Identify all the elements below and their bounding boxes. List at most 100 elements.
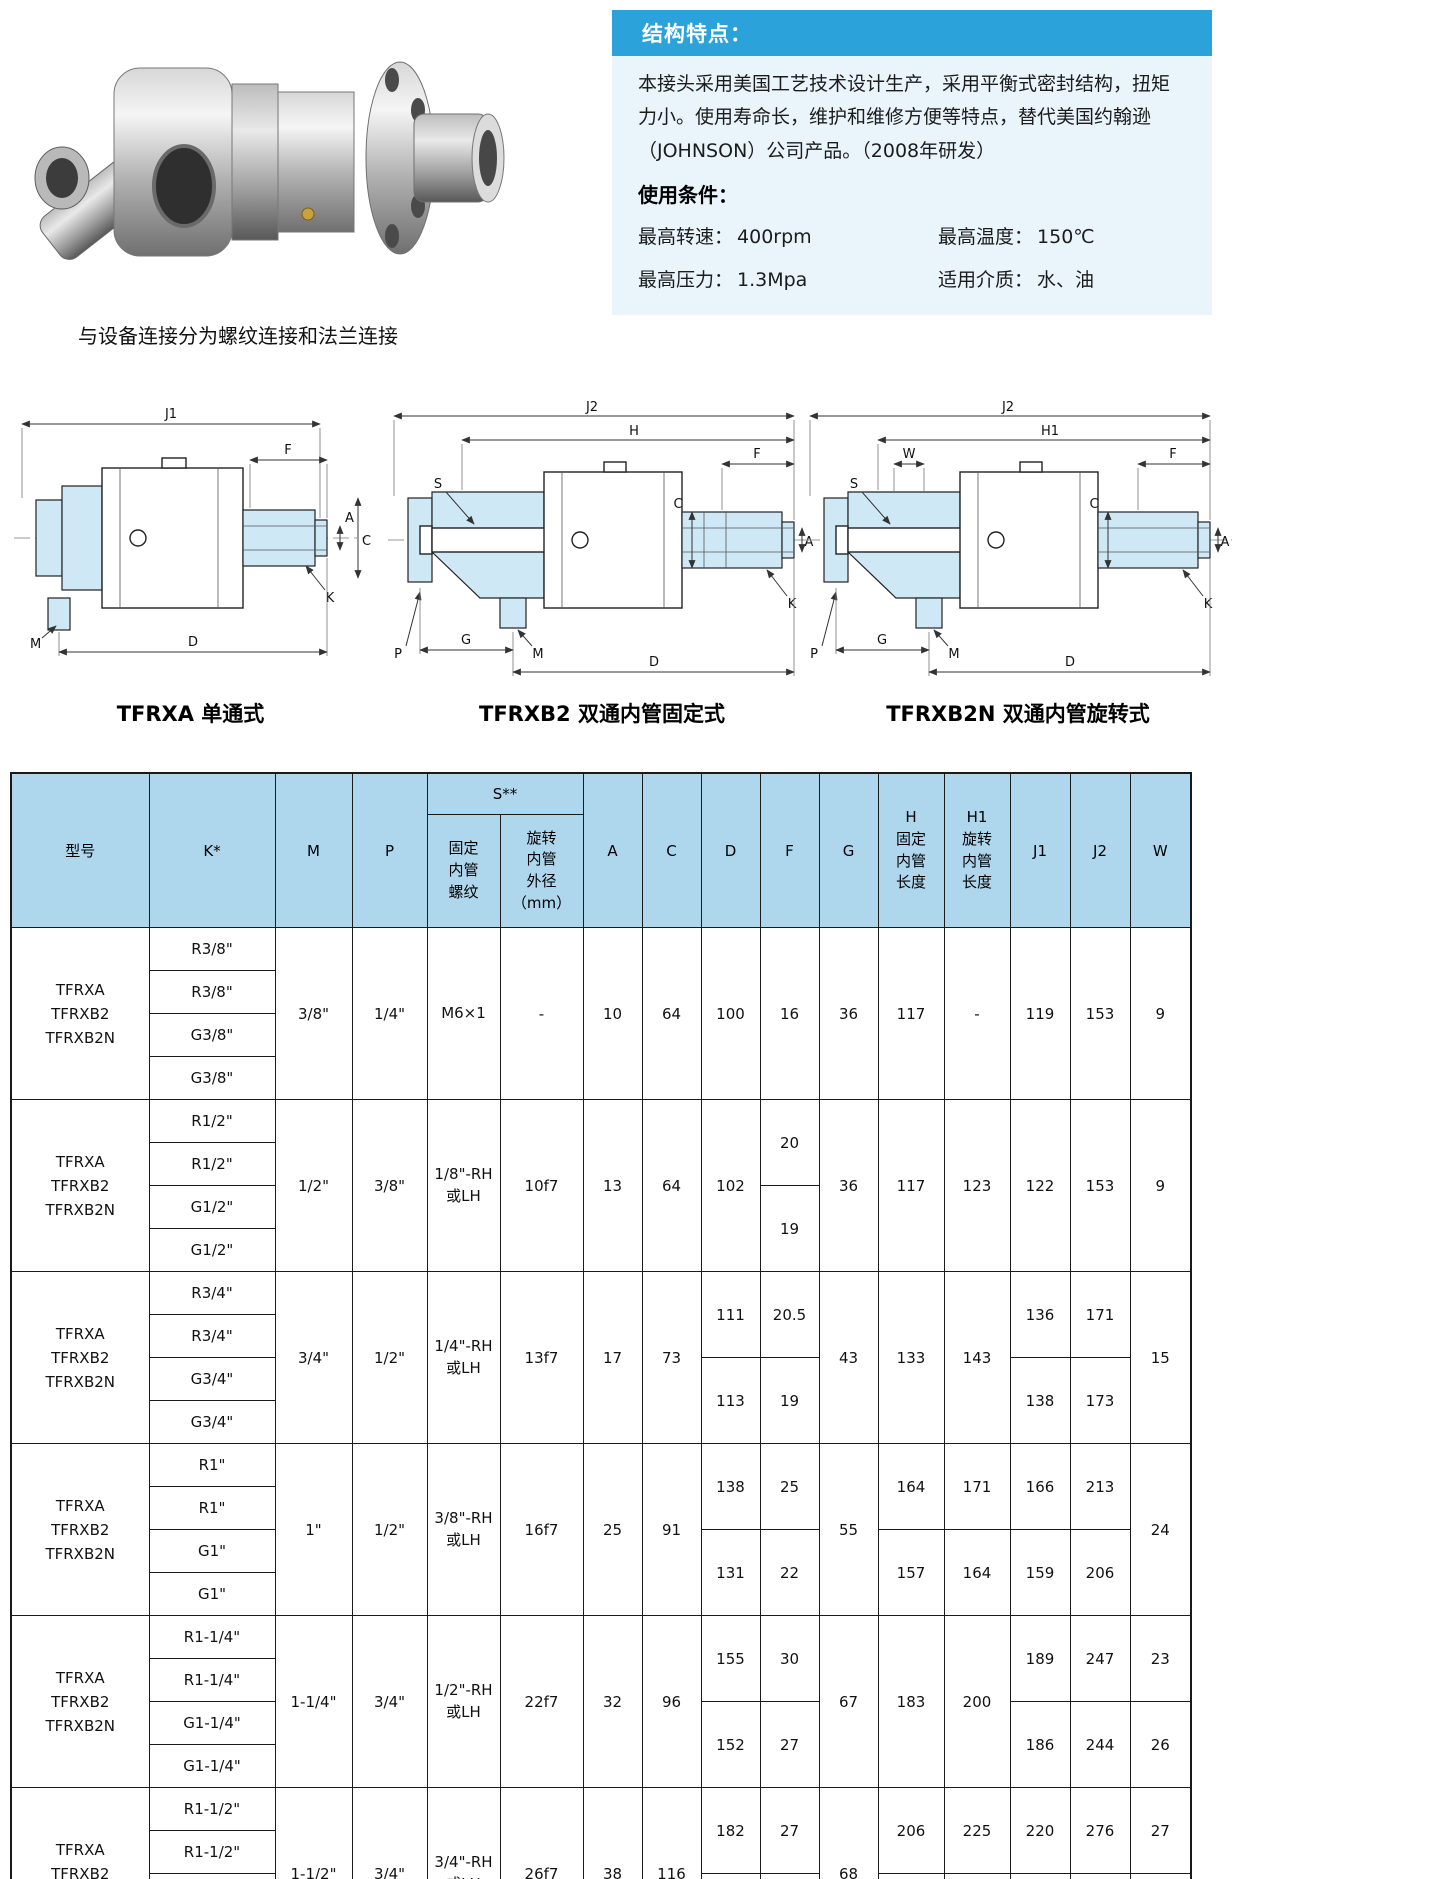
dim-label-a: A bbox=[805, 535, 814, 550]
cell-k: R1" bbox=[148, 1443, 276, 1487]
cell-c: 91 bbox=[641, 1443, 702, 1616]
cell-d: 102 bbox=[700, 1099, 761, 1272]
cell-m: 1/2" bbox=[274, 1099, 353, 1272]
table-row: R3/4" bbox=[11, 1314, 1191, 1358]
cell-g: 36 bbox=[818, 927, 879, 1100]
cell-p: 1/2" bbox=[351, 1271, 428, 1444]
dim-label-j2: J2 bbox=[585, 400, 598, 415]
spec-max-temperature: 最高温度：150℃ bbox=[938, 221, 1186, 254]
cell-model: TFRXA TFRXB2 TFRXB2N bbox=[10, 1787, 150, 1879]
col-header-a: A bbox=[582, 772, 643, 928]
dim-label-k: K bbox=[788, 597, 797, 612]
cell-k: R3/4" bbox=[148, 1271, 276, 1315]
cell-p: 3/4" bbox=[351, 1615, 428, 1788]
cell-k: G3/4" bbox=[148, 1357, 276, 1401]
cell-f: 20 bbox=[759, 1099, 820, 1186]
cell-model: TFRXA TFRXB2 TFRXB2N bbox=[10, 927, 150, 1100]
table-row: G3/4" 113 19 138 173 bbox=[11, 1357, 1191, 1444]
cell-h1: 164 bbox=[943, 1529, 1011, 1616]
cell-model: TFRXA TFRXB2 TFRXB2N bbox=[10, 1099, 150, 1272]
dim-label-h1: H1 bbox=[1041, 424, 1059, 439]
spec-value: 1.3Mpa bbox=[737, 269, 808, 291]
dim-label-k: K bbox=[1204, 597, 1213, 612]
col-header-s: S** bbox=[426, 772, 584, 815]
cell-h1: 123 bbox=[943, 1099, 1011, 1272]
cell-model: TFRXA TFRXB2 TFRXB2N bbox=[10, 1443, 150, 1616]
table-row: G1" 131 22 157 164 159 206 bbox=[11, 1529, 1191, 1616]
cell-j2: 283 bbox=[1069, 1873, 1131, 1879]
col-header-s-fixed: 固定 内管 螺纹 bbox=[426, 814, 501, 928]
cell-w: 9 bbox=[1129, 927, 1192, 1100]
dim-label-k: K bbox=[326, 591, 335, 606]
cell-s-rotate: - bbox=[499, 927, 584, 1100]
cell-h: 157 bbox=[877, 1529, 945, 1616]
col-header-k: K* bbox=[148, 772, 276, 928]
cell-s-fixed: 3/8"-RH 或LH bbox=[426, 1443, 501, 1616]
spec-label: 最高压力： bbox=[638, 269, 734, 291]
cell-w: 9 bbox=[1129, 1099, 1192, 1272]
usage-conditions: 最高转速：400rpm 最高温度：150℃ 最高压力：1.3Mpa 适用介质：水… bbox=[638, 221, 1186, 298]
cell-g: 43 bbox=[818, 1271, 879, 1444]
cell-k: G3/8" bbox=[148, 1056, 276, 1100]
dim-label-w: W bbox=[903, 447, 916, 462]
cell-w: 15 bbox=[1129, 1271, 1192, 1444]
dim-label-a: A bbox=[1221, 535, 1230, 550]
table-row: G1-1/4" bbox=[11, 1744, 1191, 1788]
spec-value: 150℃ bbox=[1037, 225, 1095, 248]
cell-s-rotate: 22f7 bbox=[499, 1615, 584, 1788]
cell-d: 138 bbox=[700, 1443, 761, 1530]
cell-f: 19 bbox=[759, 1185, 820, 1272]
cell-d: 155 bbox=[700, 1615, 761, 1702]
cell-c: 64 bbox=[641, 927, 702, 1100]
cell-model: TFRXA TFRXB2 TFRXB2N bbox=[10, 1271, 150, 1444]
cell-f: 27 bbox=[759, 1787, 820, 1874]
cell-w: 24 bbox=[1129, 1443, 1192, 1616]
cell-d: 111 bbox=[700, 1271, 761, 1358]
cell-w: 24 bbox=[1129, 1873, 1192, 1879]
cell-k: R1/2" bbox=[148, 1099, 276, 1143]
cell-k: R1-1/4" bbox=[148, 1658, 276, 1702]
drawing-tfrxb2n: J2 H1 W F S C A K P G M bbox=[804, 400, 1232, 676]
cell-s-fixed: 1/8"-RH 或LH bbox=[426, 1099, 501, 1272]
cell-h1: 171 bbox=[943, 1443, 1011, 1530]
cell-a: 25 bbox=[582, 1443, 643, 1616]
spec-label: 最高转速： bbox=[638, 225, 734, 248]
cell-f: 20.5 bbox=[759, 1271, 820, 1358]
cell-c: 96 bbox=[641, 1615, 702, 1788]
cell-k: G1-1/4" bbox=[148, 1701, 276, 1745]
cell-h: 213 bbox=[877, 1873, 945, 1879]
cell-a: 13 bbox=[582, 1099, 643, 1272]
cell-w: 23 bbox=[1129, 1615, 1192, 1702]
table-row: TFRXA TFRXB2 TFRXB2N R1/2" 1/2" 3/8" 1/8… bbox=[10, 1099, 1192, 1272]
cell-k: G1/2" bbox=[148, 1185, 276, 1229]
dim-label-m: M bbox=[30, 637, 41, 652]
cell-j1: 227 bbox=[1009, 1873, 1071, 1879]
cell-j1: 138 bbox=[1009, 1357, 1071, 1444]
dim-label-m: M bbox=[948, 647, 959, 662]
cell-h1: - bbox=[943, 927, 1011, 1100]
cell-c: 64 bbox=[641, 1099, 702, 1272]
table-row: TFRXA TFRXB2 TFRXB2N R1-1/2" 1-1/2" 3/4"… bbox=[10, 1787, 1192, 1879]
dim-label-d: D bbox=[1065, 655, 1075, 670]
table-row: R1-1/4" bbox=[11, 1658, 1191, 1702]
cell-p: 1/2" bbox=[351, 1443, 428, 1616]
cell-s-fixed: M6×1 bbox=[426, 927, 501, 1100]
cell-model: TFRXA TFRXB2 TFRXB2N bbox=[10, 1615, 150, 1788]
info-panel-header: 结构特点： bbox=[612, 10, 1212, 56]
cell-s-fixed: 1/2"-RH 或LH bbox=[426, 1615, 501, 1788]
cell-f: 22 bbox=[759, 1529, 820, 1616]
cell-k: R1-1/2" bbox=[148, 1787, 276, 1831]
table-row: TFRXA TFRXB2 TFRXB2N R3/4" 3/4" 1/2" 1/4… bbox=[10, 1271, 1192, 1444]
cell-s-rotate: 10f7 bbox=[499, 1099, 584, 1272]
dim-label-j2: J2 bbox=[1001, 400, 1014, 415]
col-header-h: H 固定 内管 长度 bbox=[877, 772, 945, 928]
cell-j1: 159 bbox=[1009, 1529, 1071, 1616]
cell-m: 1-1/4" bbox=[274, 1615, 353, 1788]
dim-label-m: M bbox=[532, 647, 543, 662]
cell-j2: 171 bbox=[1069, 1271, 1131, 1358]
cell-k: G1" bbox=[148, 1529, 276, 1573]
cell-h1: 200 bbox=[943, 1615, 1011, 1788]
spec-value: 400rpm bbox=[737, 225, 812, 248]
table-row: G1" bbox=[11, 1572, 1191, 1616]
cell-j2: 247 bbox=[1069, 1615, 1131, 1702]
